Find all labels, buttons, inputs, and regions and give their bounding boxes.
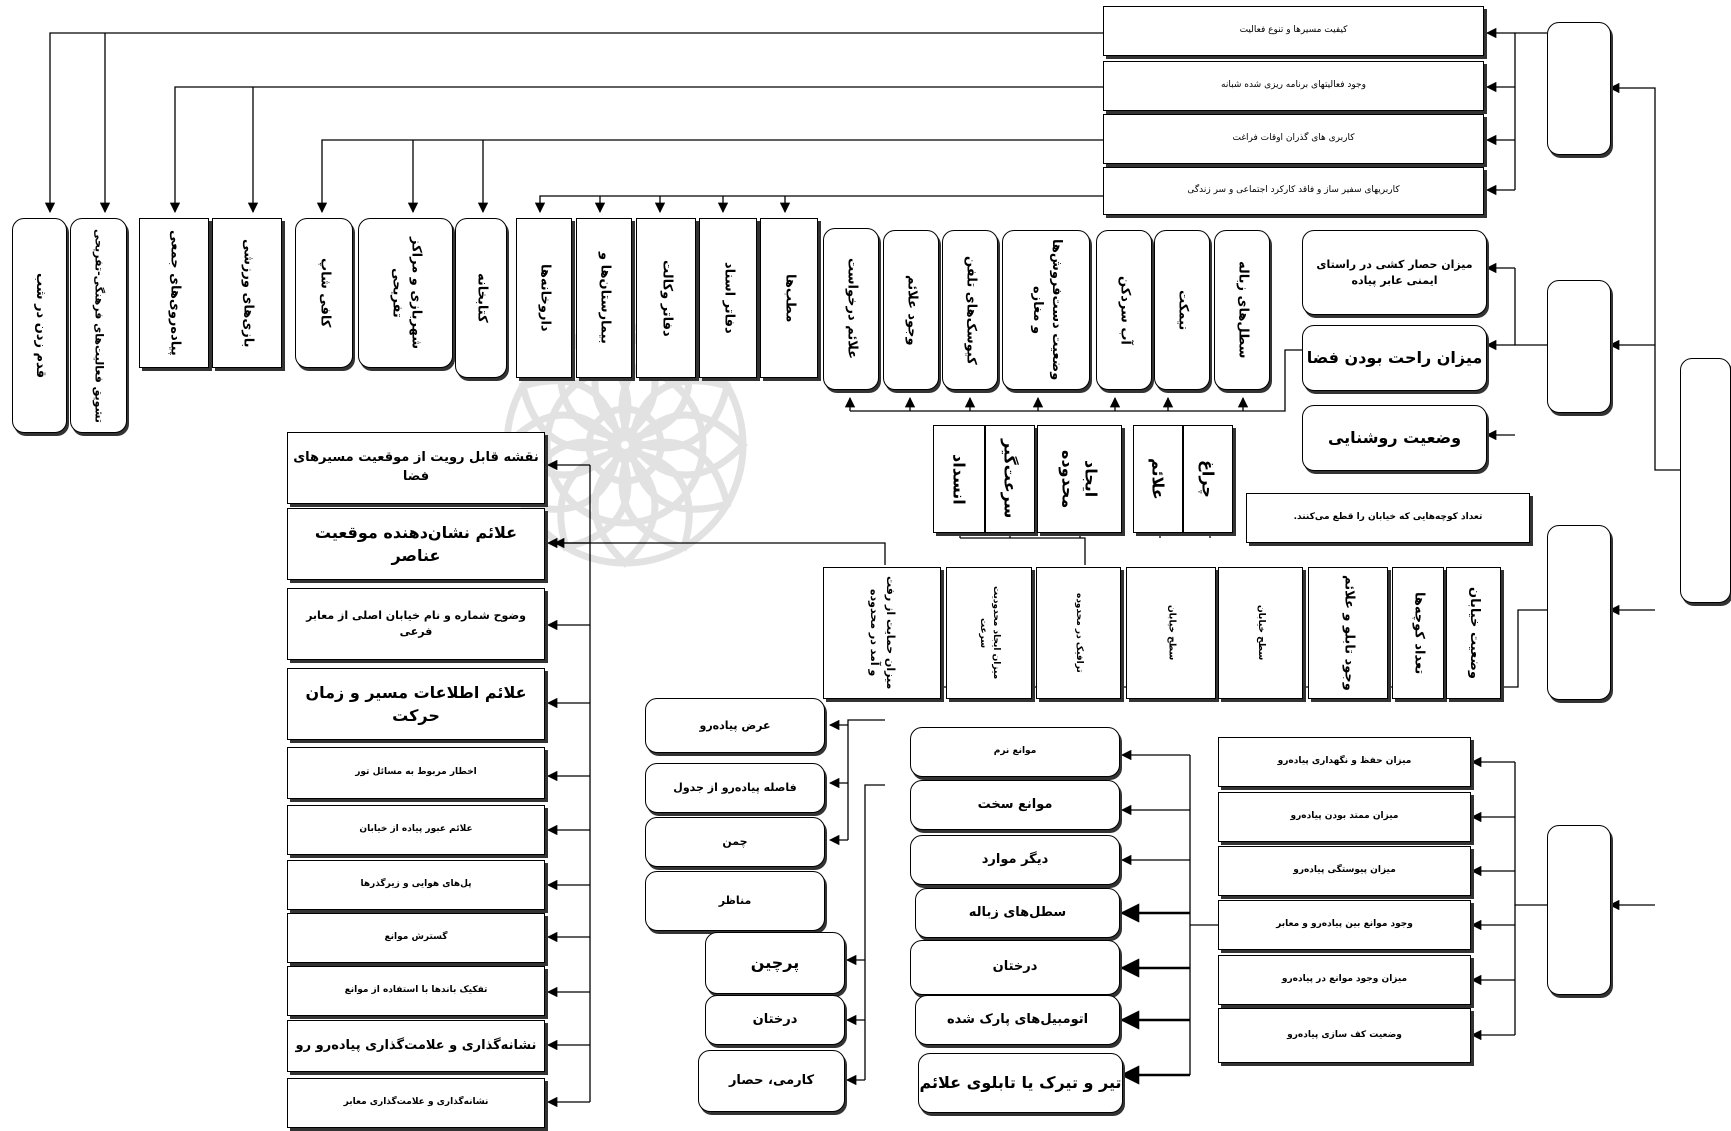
column-trash-bins: سطل‌های زباله <box>1214 230 1270 390</box>
sidewalk-barrier-between: وجود موانع بین پیاده‌رو و معابر <box>1218 900 1471 950</box>
street-note: تعداد کوچه‌هایی که خیابان را قطع می‌کنند… <box>1246 493 1530 543</box>
top-item-night-activities: وجود فعالیتهای برنامه ریزی شده شبانه <box>1103 61 1484 111</box>
sidewalk-connectivity: میزان پیوستگی پیاده‌رو <box>1218 846 1471 896</box>
group-box-activities <box>1547 22 1611 155</box>
column-coffee-shop: کافی شاپ <box>295 218 353 368</box>
obstacle-soft: موانع نرم <box>910 727 1120 777</box>
signage-overpass: پل‌های هوایی و زیرگذرها <box>287 860 545 910</box>
root-node <box>1680 358 1731 603</box>
column-cultural-activities: تشویق فعالیت‌های فرهنگی-تفریحی <box>70 218 127 433</box>
obstacle-trash: سطل‌های زباله <box>915 888 1120 938</box>
signage-element-position: علائم نشان‌دهنده موقعیت عناصر <box>287 508 545 580</box>
column-water-cooler: آب سردکن <box>1096 230 1152 390</box>
signage-lane-separation: تفکیک باندها با استفاده از موانع <box>287 966 545 1016</box>
column-law-offices: دفاتر وکالت <box>636 218 696 378</box>
traffic-closure: انسداد <box>933 425 985 533</box>
sidewalk-grass: چمن <box>645 817 825 867</box>
sidewalk-scenery: مناظر <box>645 871 825 931</box>
group-box-comfort <box>1547 280 1611 413</box>
column-hospitals: بیمارستان‌ها و <box>576 218 632 378</box>
traffic-speed-bump: سرعت‌گیر <box>985 425 1035 533</box>
street-speed-limit: میزان ایجاد محدودیت سرعت <box>946 567 1032 699</box>
column-library: کتابخانه <box>455 218 507 378</box>
sidewalk-curb-distance: فاصله پیاده‌رو از جدول <box>645 763 825 813</box>
column-group-walks: پیاده‌روی‌های جمعی <box>139 218 209 368</box>
edge-trees: درختان <box>705 995 845 1045</box>
safety-comfort: میزان راحت بودن فضا <box>1302 325 1487 391</box>
column-night-walk: قدم زدن در شب <box>12 218 67 433</box>
signage-street-marking: نشانه‌گذاری و علامت‌گذاری معابر <box>287 1078 545 1128</box>
top-item-dead-uses: کاربریهای سفیر ساز و فاقد کارکرد اجتماعی… <box>1103 167 1484 215</box>
edge-fence: کارمی، حصار <box>698 1050 845 1112</box>
top-item-route-quality: کیفیت مسیرها و تنوع فعالیت <box>1103 6 1484 56</box>
street-alley-count: تعداد کوچه‌ها <box>1392 567 1444 699</box>
obstacle-trees: درختان <box>910 940 1120 995</box>
sidewalk-maintenance: میزان حفظ و نگهداری پیاده‌رو <box>1218 737 1471 787</box>
column-notary-offices: دفاتر اسناد <box>699 218 757 378</box>
signage-route-info: علائم اطلاعات مسیر و زمان حرکت <box>287 668 545 740</box>
street-surface-2: سطح خیابان <box>1218 567 1303 699</box>
signage-street-name: وضوح شماره و نام خیابان اصلی از معابر فر… <box>287 588 545 660</box>
safety-lighting: وضعیت روشنایی <box>1302 405 1487 471</box>
signage-warning: اخطار مربوط به مسائل تور <box>287 747 545 799</box>
sidewalk-width: عرض پیاده‌رو <box>645 698 825 753</box>
column-pharmacies: داروخانه‌ها <box>516 218 572 378</box>
obstacle-other: دیگر موارد <box>910 835 1120 885</box>
column-phone-kiosks: کیوسک‌های تلفن <box>942 230 998 390</box>
column-vendors: وضعیت دست‌فروش‌ها و مغازه‌ <box>1002 230 1090 390</box>
traffic-lights: چراغ <box>1183 425 1233 533</box>
column-bench: نیمکت <box>1154 230 1210 390</box>
traffic-signs: علائم <box>1133 425 1183 533</box>
traffic-zone: ایجاد محدوده <box>1037 425 1122 533</box>
edge-hedge: پرچین <box>705 932 845 994</box>
street-surface-1: سطح خیابان <box>1126 567 1216 699</box>
sidewalk-continuity: میزان ممتد بودن پیاده‌رو <box>1218 792 1471 842</box>
obstacle-poles: تیر و تیرک یا تابلوی علائم <box>918 1053 1123 1113</box>
column-amusement: شهربازی و مراکز تفریحی <box>358 218 453 368</box>
signage-crossing: علائم عبور پیاده از خیابان <box>287 805 545 855</box>
signage-barrier-extension: گسترش موانع <box>287 913 545 963</box>
column-request-signs: علائم درخواست <box>823 228 879 390</box>
group-box-sidewalk <box>1547 825 1611 995</box>
column-sports-games: بازی‌های ورزشی <box>212 218 282 368</box>
street-zone-traffic: ترافیک در محدوده <box>1036 567 1121 699</box>
safety-fencing: میزان حصار کشی در راستای ایمنی عابر پیاد… <box>1302 230 1487 315</box>
top-item-leisure-uses: کاربری های گذران اوقات فراغت <box>1103 114 1484 164</box>
sidewalk-paving: وضعیت کف سازی پیاده‌رو <box>1218 1008 1471 1063</box>
street-signboards: وجود تابلو و علائم <box>1308 567 1388 699</box>
column-signs: وجود علائم <box>883 230 939 390</box>
group-box-street <box>1547 525 1611 700</box>
signage-route-map: نقشه قابل رویت از موقعیت مسیرهای فضا <box>287 432 545 504</box>
street-support-traffic: میزان حمایت از رفت و آمد در محدوده <box>823 567 941 699</box>
obstacle-hard: موانع سخت <box>910 780 1120 830</box>
obstacle-parked-cars: اتومبیل‌های پارک شده <box>915 995 1120 1045</box>
sidewalk-obstacles: میزان وجود موانع در پیاده‌رو <box>1218 955 1471 1005</box>
column-clinics: مطب‌ها <box>760 218 818 378</box>
signage-sidewalk-marking: نشانه‌گذاری و علامت‌گذاری پیاده‌رو رو <box>287 1020 545 1072</box>
street-condition: وضعیت خیابان <box>1446 567 1501 699</box>
